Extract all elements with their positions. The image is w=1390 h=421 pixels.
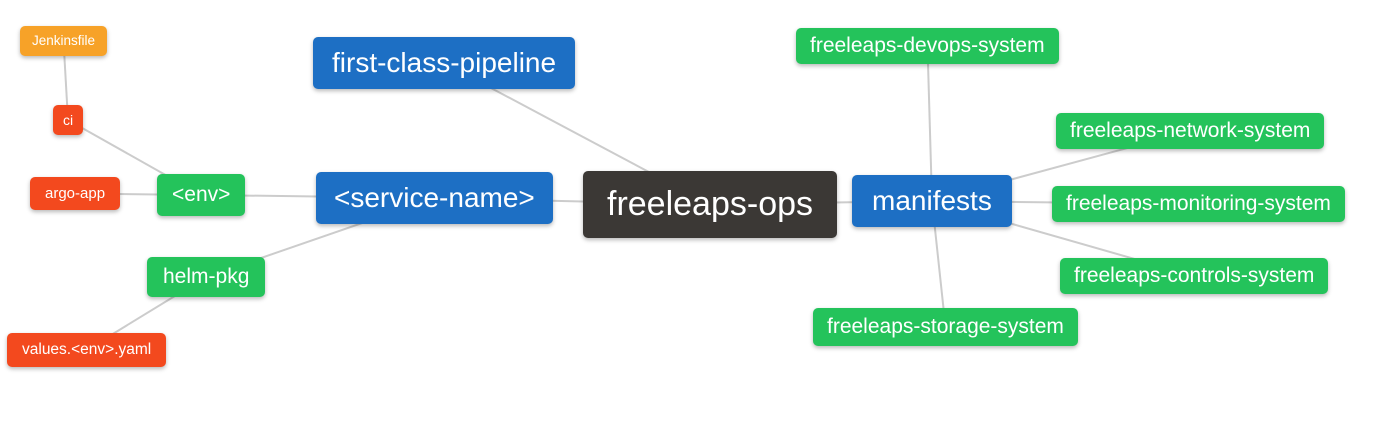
node-freeleaps-monitoring-system[interactable]: freeleaps-monitoring-system [1052,186,1345,223]
node-freeleaps-devops-system[interactable]: freeleaps-devops-system [796,28,1059,65]
node-freeleaps-network-system[interactable]: freeleaps-network-system [1056,113,1325,150]
node-argo-app[interactable]: argo-app [30,177,121,211]
node-service-name[interactable]: <service-name> [316,172,553,225]
node-freeleaps-ops-root[interactable]: freeleaps-ops [583,171,838,239]
node-ci[interactable]: ci [53,105,84,136]
node-helm-pkg[interactable]: helm-pkg [147,257,266,298]
node-freeleaps-storage-system[interactable]: freeleaps-storage-system [813,308,1078,347]
node-jenkinsfile[interactable]: Jenkinsfile [20,26,108,56]
node-freeleaps-controls-system[interactable]: freeleaps-controls-system [1060,258,1329,295]
node-manifests[interactable]: manifests [852,175,1012,228]
node-first-class-pipeline[interactable]: first-class-pipeline [313,37,576,90]
node-values-env-yaml[interactable]: values.<env>.yaml [7,333,167,367]
node-env[interactable]: <env> [157,174,246,217]
